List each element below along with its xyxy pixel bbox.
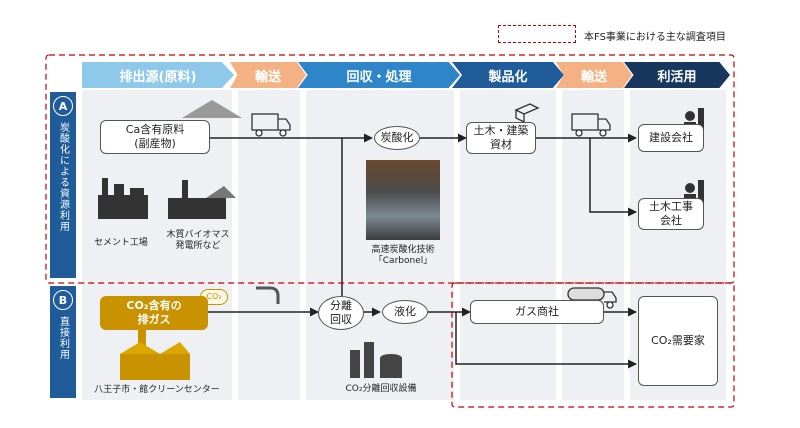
banner-transport-2: 輸送 [556,62,632,88]
carbonel-label: 高速炭酸化技術 「Carbonel」 [371,245,435,266]
legend-label: 本FS事業における主な調査項目 [584,32,726,43]
co2-demand-box: CO₂需要家 [638,296,718,386]
biomass-label: 木質バイオマス 発電所など [166,230,230,251]
row-label-b: B 直接利用 [50,286,76,398]
investigation-area-b [451,282,735,408]
co2-exhaust-box: CO₂含有の 排ガス [100,296,208,330]
legend-swatch [498,25,576,43]
column-transport-2 [562,90,624,400]
hachioji-label: 八王子市・館クリーンセンター [94,385,220,395]
ca-source-box: Ca含有原料 (副産物) [100,120,210,154]
banner-product: 製品化 [452,62,564,88]
cleanup-center-icon [120,330,190,380]
civil-material-box: 土木・建築 資材 [466,122,536,154]
civil-company-box: 土木工事 会社 [638,198,704,230]
banner-use: 利活用 [624,62,730,88]
banner-source: 排出源(原料) [82,62,234,88]
separation-node: 分離 回収 [318,296,364,330]
pipe-icon [256,286,280,304]
truck-icon [251,113,291,137]
material-pile-icon [182,100,242,118]
arrow-liquefaction-to-demand [455,312,637,369]
column-transport-1 [238,90,300,400]
row-letter-b: B [53,290,73,310]
cement-factory-icon [98,178,148,219]
banner-transport-1: 輸送 [230,62,306,88]
co2-facility-label: CO₂分離回収設備 [345,384,417,394]
product-block-icon [514,103,540,124]
row-text-b: 直接利用 [57,316,69,360]
carbonel-photo [366,160,440,240]
liquefaction-node: 液化 [382,300,428,324]
row-letter-a: A [53,96,73,116]
banner-recovery: 回収・処理 [298,62,460,88]
investigation-area-a [45,54,735,284]
truck-icon-2 [571,113,611,137]
carbonation-node: 炭酸化 [374,126,420,150]
row-text-a: 炭酸化による資源利用 [57,122,69,232]
row-label-a: A 炭酸化による資源利用 [50,92,76,278]
arrow-material-to-civil [589,138,637,217]
gas-trader-box: ガス商社 [470,300,604,324]
construction-company-box: 建設会社 [638,124,704,152]
co2-facility-icon [350,342,402,378]
cement-label: セメント工場 [94,238,148,248]
biomass-plant-icon [168,180,236,219]
